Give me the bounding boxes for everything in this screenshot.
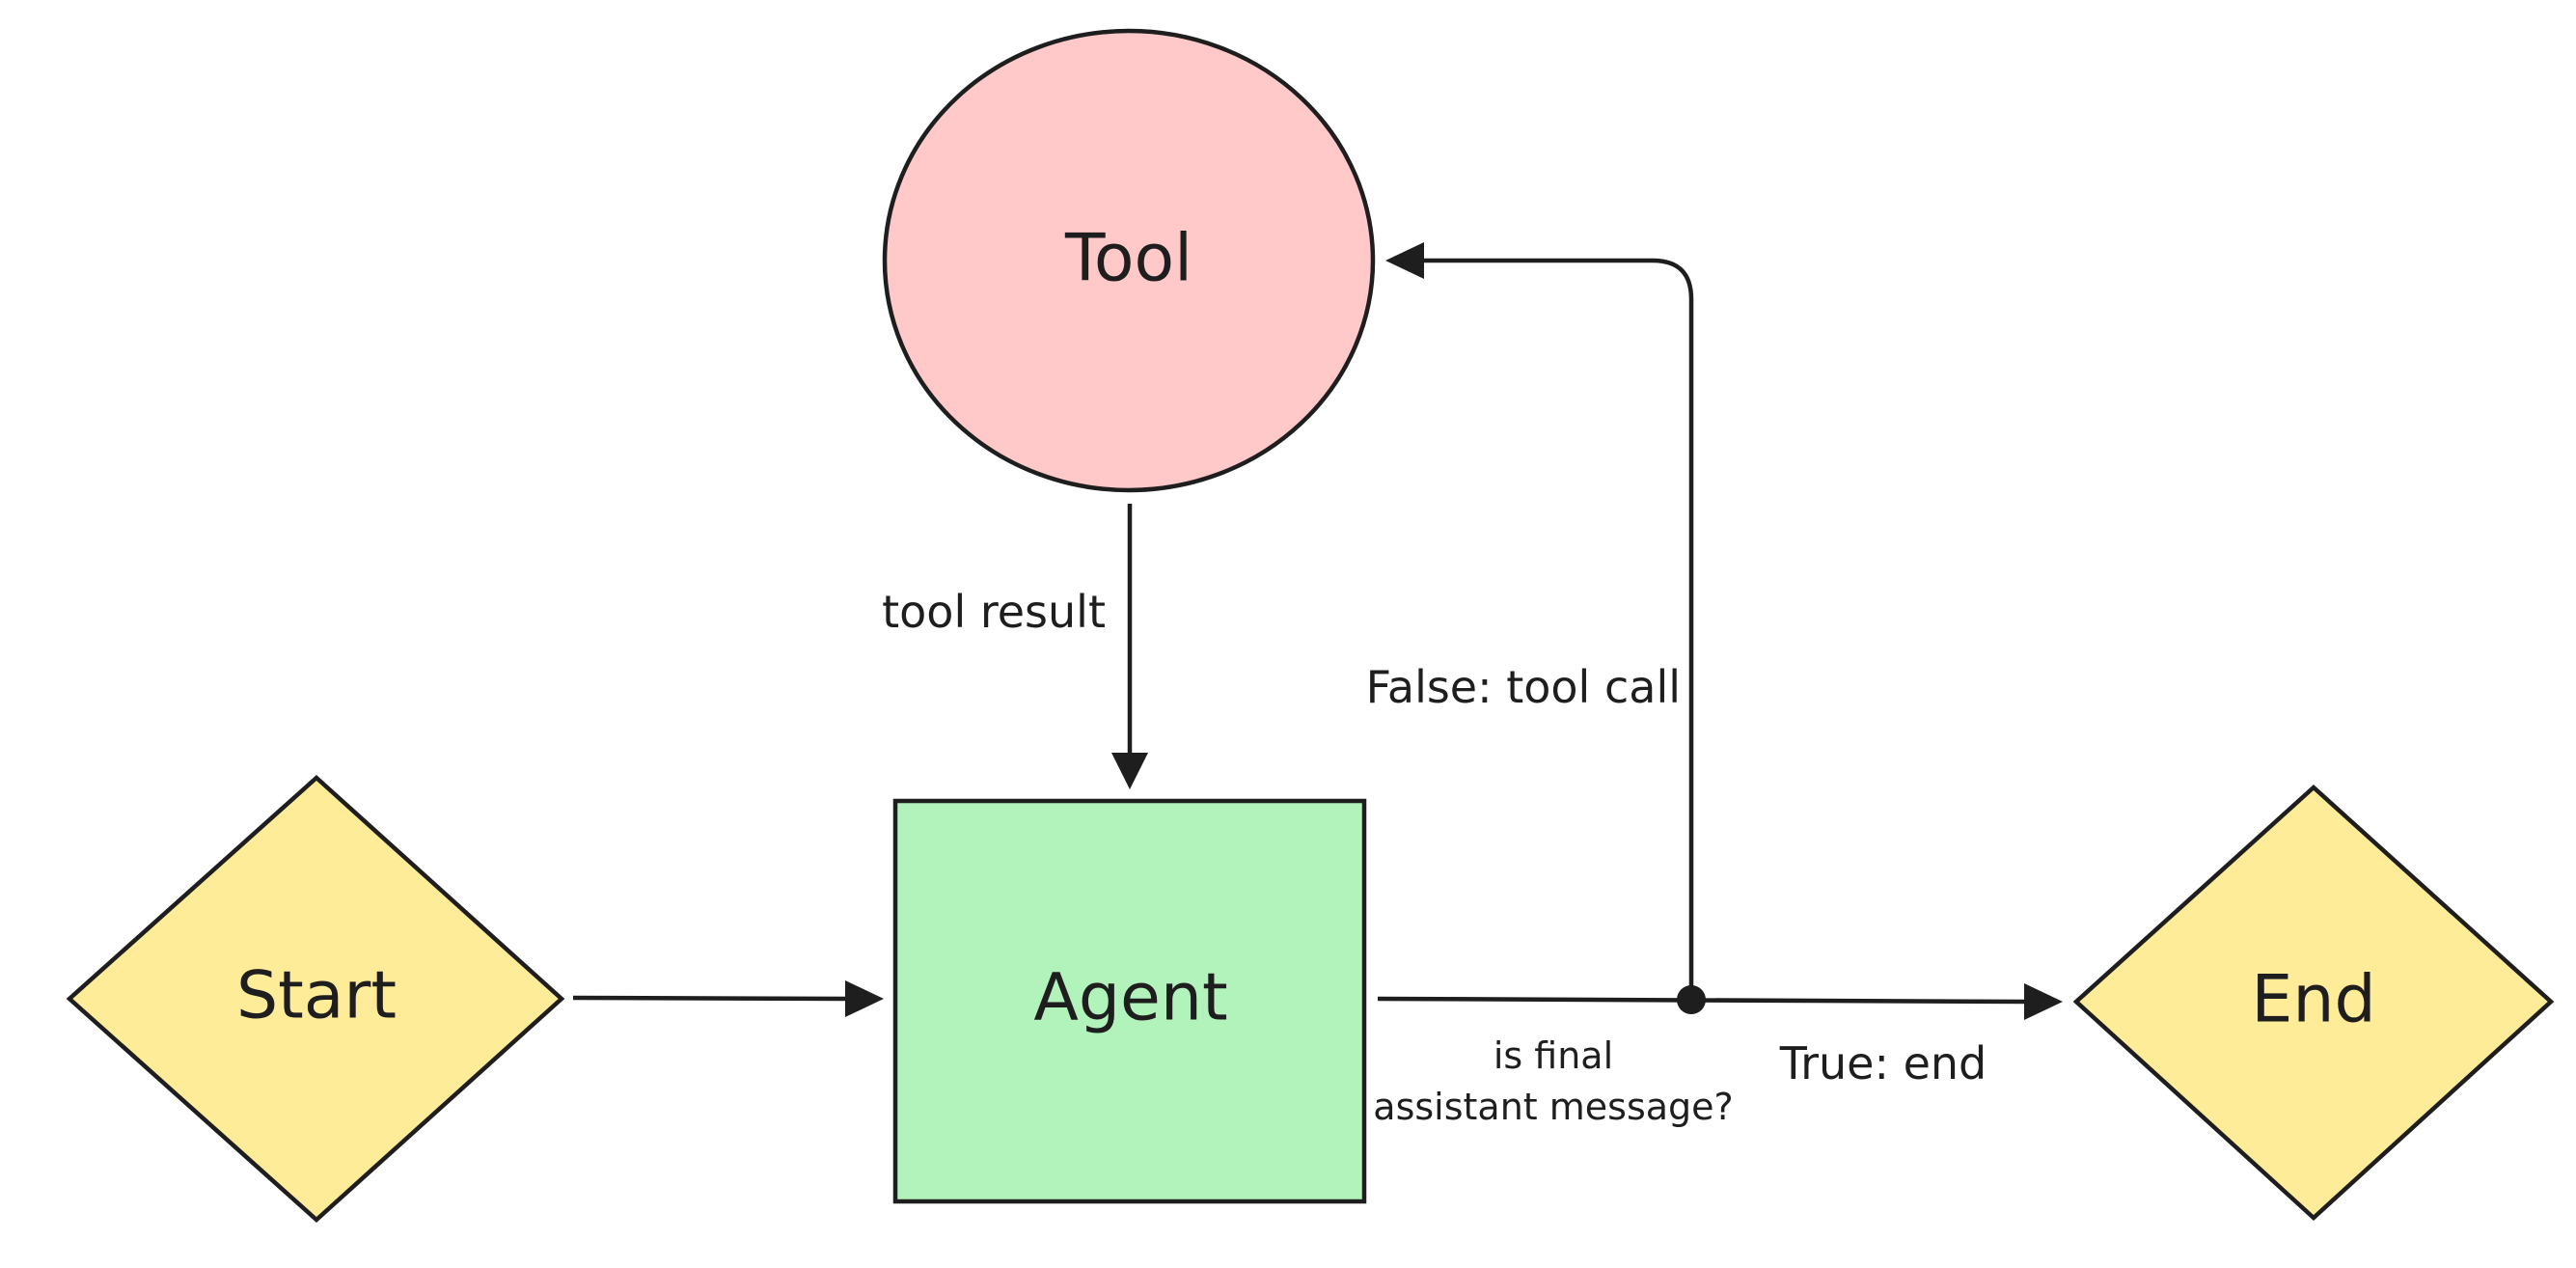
start-node-label: Start bbox=[236, 958, 397, 1034]
decision-question-line1: is final bbox=[1494, 1034, 1613, 1077]
agent-node[interactable]: Agent bbox=[892, 798, 1367, 1204]
tool-node-label: Tool bbox=[1064, 221, 1192, 297]
edge-agent-to-end-arrowhead bbox=[2024, 983, 2063, 1020]
edge-tool-to-agent-label: tool result bbox=[882, 586, 1106, 638]
agent-node-shape bbox=[892, 798, 1367, 1204]
decision-question-line2: assistant message? bbox=[1373, 1086, 1733, 1128]
edge-agent-to-end[interactable]: is final assistant message? True: end bbox=[1373, 983, 2063, 1128]
edge-tool-to-agent-arrowhead bbox=[1111, 753, 1148, 789]
edge-true-end-label: True: end bbox=[1779, 1037, 1987, 1089]
edge-start-to-agent[interactable] bbox=[572, 980, 884, 1017]
edge-tool-to-agent[interactable]: tool result bbox=[882, 504, 1148, 789]
end-node[interactable]: End bbox=[2072, 784, 2555, 1222]
end-node-label: End bbox=[2251, 962, 2375, 1038]
edge-start-to-agent-line bbox=[572, 995, 850, 1002]
edge-decision-to-tool[interactable]: False: tool call bbox=[1366, 242, 1694, 1000]
edge-false-tool-call-label: False: tool call bbox=[1366, 661, 1681, 713]
edge-start-to-agent-arrowhead bbox=[845, 980, 884, 1017]
tool-node[interactable]: Tool bbox=[882, 28, 1376, 493]
edge-decision-to-tool-arrowhead bbox=[1385, 242, 1424, 279]
start-node[interactable]: Start bbox=[66, 774, 565, 1224]
agent-node-label: Agent bbox=[1033, 960, 1227, 1036]
tool-node-shape bbox=[882, 28, 1376, 493]
edge-decision-to-tool-line bbox=[1422, 258, 1694, 1000]
end-node-shape bbox=[2072, 784, 2555, 1222]
start-node-shape bbox=[66, 774, 565, 1224]
